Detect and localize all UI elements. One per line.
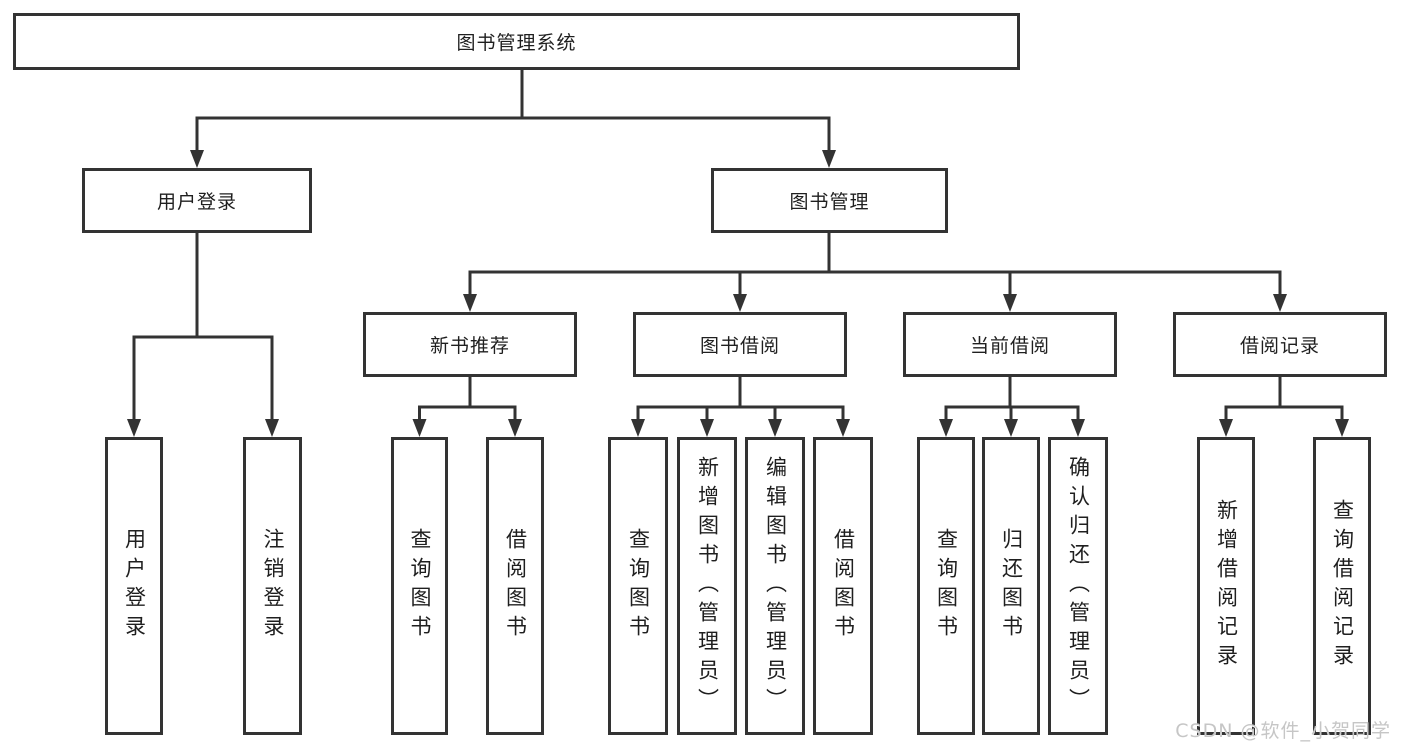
node-new-book-recommend: 新书推荐 <box>363 312 577 377</box>
arrowhead <box>700 419 714 437</box>
leaf-confirm-return-admin: 确认归还（管理员） <box>1048 437 1108 735</box>
arrowhead <box>1071 419 1085 437</box>
arrowhead <box>1273 294 1287 312</box>
node-library-management-system: 图书管理系统 <box>13 13 1020 70</box>
arrowhead <box>768 419 782 437</box>
leaf-edit-books-admin: 编辑图书（管理员） <box>745 437 805 735</box>
arrowhead <box>265 419 279 437</box>
leaf-borrow-books-recommend: 借阅图书 <box>486 437 544 735</box>
arrowhead <box>412 419 427 437</box>
arrowhead <box>1003 294 1017 312</box>
connector-current-borrow-branch <box>939 376 1085 437</box>
arrowhead <box>1219 419 1233 437</box>
leaf-query-borrow-record: 查询借阅记录 <box>1313 437 1371 735</box>
connector-user-login-branch <box>127 232 279 437</box>
connector-book-borrow-branch <box>631 376 850 437</box>
node-book-borrow: 图书借阅 <box>633 312 847 377</box>
leaf-logout: 注销登录 <box>243 437 302 735</box>
leaf-add-borrow-record: 新增借阅记录 <box>1197 437 1255 735</box>
arrowhead <box>733 294 747 312</box>
arrowhead <box>836 419 850 437</box>
node-borrow-records: 借阅记录 <box>1173 312 1387 377</box>
node-current-borrow: 当前借阅 <box>903 312 1117 377</box>
node-user-login: 用户登录 <box>82 168 312 233</box>
leaf-return-books: 归还图书 <box>982 437 1040 735</box>
leaf-user-login: 用户登录 <box>105 437 163 735</box>
leaf-query-books-current: 查询图书 <box>917 437 975 735</box>
connector-borrow-record-branch <box>1219 376 1349 437</box>
leaf-borrow-books: 借阅图书 <box>813 437 873 735</box>
connector-new-book-branch <box>412 376 522 437</box>
arrowhead <box>463 294 477 312</box>
arrowhead <box>1004 419 1018 437</box>
csdn-watermark: CSDN @软件_小贺同学 <box>1175 720 1391 742</box>
node-book-management: 图书管理 <box>711 168 948 233</box>
leaf-query-books-recommend: 查询图书 <box>391 437 448 735</box>
arrowhead <box>822 150 836 168</box>
arrowhead <box>127 419 141 437</box>
arrowhead <box>508 419 522 437</box>
arrowhead <box>631 419 645 437</box>
connector-book-mgmt-branch <box>463 232 1287 312</box>
arrowhead <box>939 419 953 437</box>
arrowhead <box>190 150 204 168</box>
leaf-query-books-borrow: 查询图书 <box>608 437 668 735</box>
arrowhead <box>1335 419 1349 437</box>
connector-root-branch <box>190 70 836 168</box>
leaf-add-books-admin: 新增图书（管理员） <box>677 437 737 735</box>
